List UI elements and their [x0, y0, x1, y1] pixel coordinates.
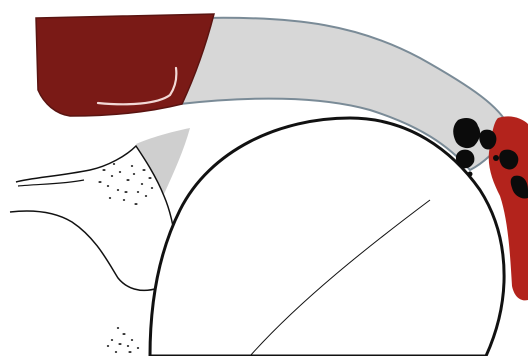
- stipple-dot: [124, 191, 127, 193]
- stipple-dot: [117, 327, 119, 329]
- stipple-dot: [142, 169, 145, 171]
- stipple-dot: [151, 187, 153, 189]
- stipple-dot: [137, 347, 139, 349]
- stipple-dot: [111, 175, 113, 177]
- stipple-dot: [131, 339, 133, 341]
- stipple-dot: [131, 165, 133, 167]
- stipple-dot: [128, 351, 131, 353]
- stipple-dot: [117, 189, 119, 191]
- stipple-dot: [126, 179, 129, 181]
- stipple-dot: [107, 185, 109, 187]
- stipple-dot: [102, 169, 105, 171]
- stipple-dot: [107, 345, 109, 347]
- stipple-dot: [148, 177, 151, 179]
- stipple-dot: [123, 199, 125, 201]
- stipple-dot: [122, 333, 125, 335]
- calcific-dot: [493, 155, 499, 161]
- stipple-dot: [118, 343, 121, 345]
- stipple-dot: [134, 203, 137, 205]
- stipple-dot: [111, 339, 113, 341]
- stipple-dot: [145, 195, 147, 197]
- stipple-dot: [137, 191, 139, 193]
- stipple-dot: [127, 345, 129, 347]
- stipple-dot: [98, 181, 101, 183]
- stipple-dot: [141, 183, 143, 185]
- calcific-dot: [468, 172, 473, 177]
- stipple-dot: [119, 171, 121, 173]
- stipple-dot: [115, 351, 117, 353]
- stipple-dot: [109, 197, 111, 199]
- calcific-deposit: [453, 118, 480, 148]
- stipple-dot: [133, 173, 135, 175]
- stipple-dot: [113, 163, 115, 165]
